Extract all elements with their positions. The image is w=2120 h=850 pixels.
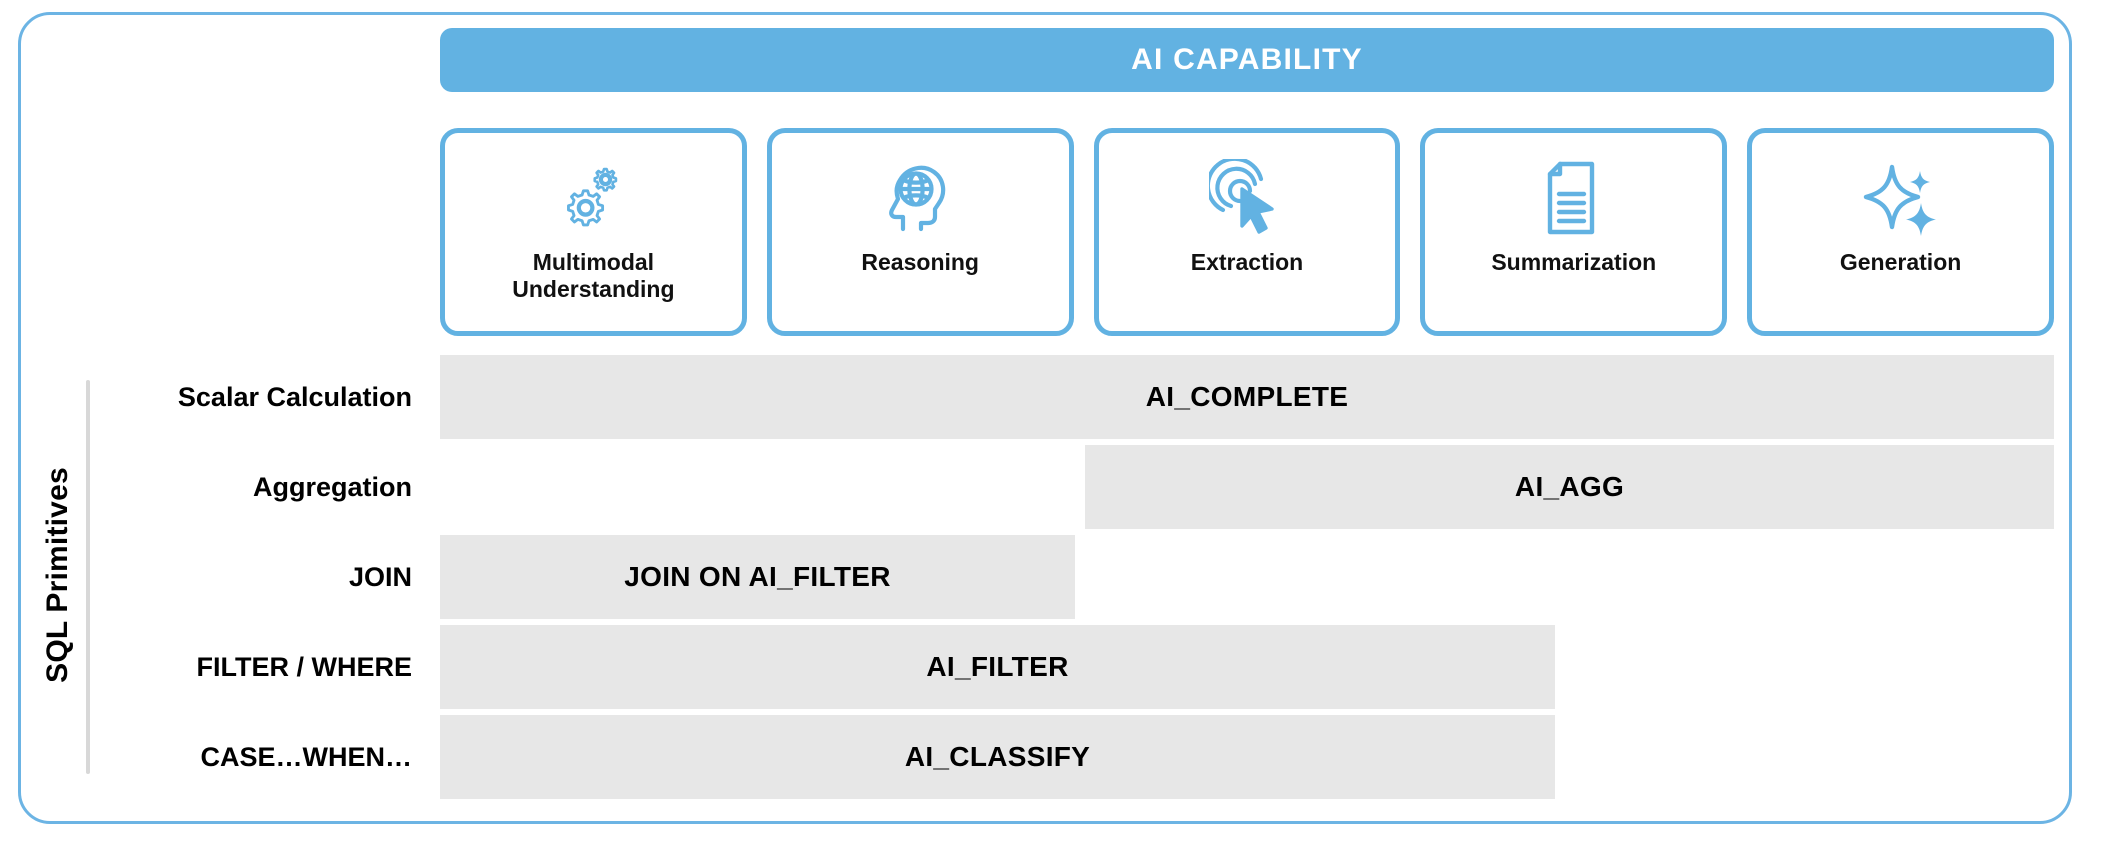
capability-card-label: Multimodal Understanding	[506, 249, 680, 303]
capability-label-line1: Multimodal	[532, 249, 655, 275]
capability-card-multimodal-understanding[interactable]: Multimodal Understanding	[440, 128, 747, 336]
bar-label: AI_FILTER	[926, 651, 1069, 682]
sql-primitives-matrix: Scalar Calculation AI_COMPLETE Aggregati…	[0, 352, 2120, 802]
capability-card-label: Extraction	[1190, 249, 1304, 275]
matrix-row: Aggregation AI_AGG	[0, 442, 2120, 532]
capability-card-row: Multimodal Understanding Reasoning	[440, 128, 2054, 336]
capability-label-line2: Understanding	[512, 276, 675, 303]
capability-bar-ai-complete[interactable]: AI_COMPLETE	[440, 355, 2054, 439]
row-label-join: JOIN	[348, 561, 412, 592]
gears-icon	[554, 155, 632, 241]
cursor-click-icon	[1208, 155, 1285, 241]
bar-label: JOIN ON AI_FILTER	[624, 561, 891, 592]
row-label-aggregation: Aggregation	[253, 471, 412, 502]
capability-card-label: Generation	[1839, 249, 1962, 275]
row-label-filter-where: FILTER / WHERE	[196, 651, 413, 682]
capability-card-generation[interactable]: Generation	[1747, 128, 2054, 336]
ai-capability-title: AI CAPABILITY	[1131, 43, 1363, 76]
matrix-row: Scalar Calculation AI_COMPLETE	[0, 352, 2120, 442]
capability-card-extraction[interactable]: Extraction	[1093, 128, 1401, 336]
bar-label: AI_COMPLETE	[1145, 381, 1349, 412]
capability-card-summarization[interactable]: Summarization	[1420, 128, 1728, 336]
row-label-case-when: CASE…WHEN…	[200, 741, 412, 772]
axis-divider-line	[86, 380, 90, 774]
matrix-row: JOIN JOIN ON AI_FILTER	[0, 532, 2120, 622]
capability-card-label: Reasoning	[861, 249, 979, 275]
bar-label: AI_CLASSIFY	[904, 741, 1091, 772]
capability-bar-ai-agg[interactable]: AI_AGG	[1085, 445, 2054, 529]
sparkles-icon	[1863, 155, 1939, 241]
document-lines-icon	[1542, 155, 1606, 241]
bar-label: AI_AGG	[1514, 471, 1625, 502]
matrix-row: CASE…WHEN… AI_CLASSIFY	[0, 712, 2120, 802]
matrix-row: FILTER / WHERE AI_FILTER	[0, 622, 2120, 712]
capability-card-label: Summarization	[1491, 249, 1657, 275]
row-label-scalar-calculation: Scalar Calculation	[177, 381, 412, 412]
capability-bar-ai-filter[interactable]: AI_FILTER	[440, 625, 1555, 709]
capability-bar-ai-classify[interactable]: AI_CLASSIFY	[440, 715, 1555, 799]
ai-capability-header: AI CAPABILITY	[440, 28, 2054, 92]
head-globe-icon	[883, 155, 957, 241]
capability-bar-join-on-ai-filter[interactable]: JOIN ON AI_FILTER	[440, 535, 1075, 619]
capability-card-reasoning[interactable]: Reasoning	[766, 128, 1074, 336]
